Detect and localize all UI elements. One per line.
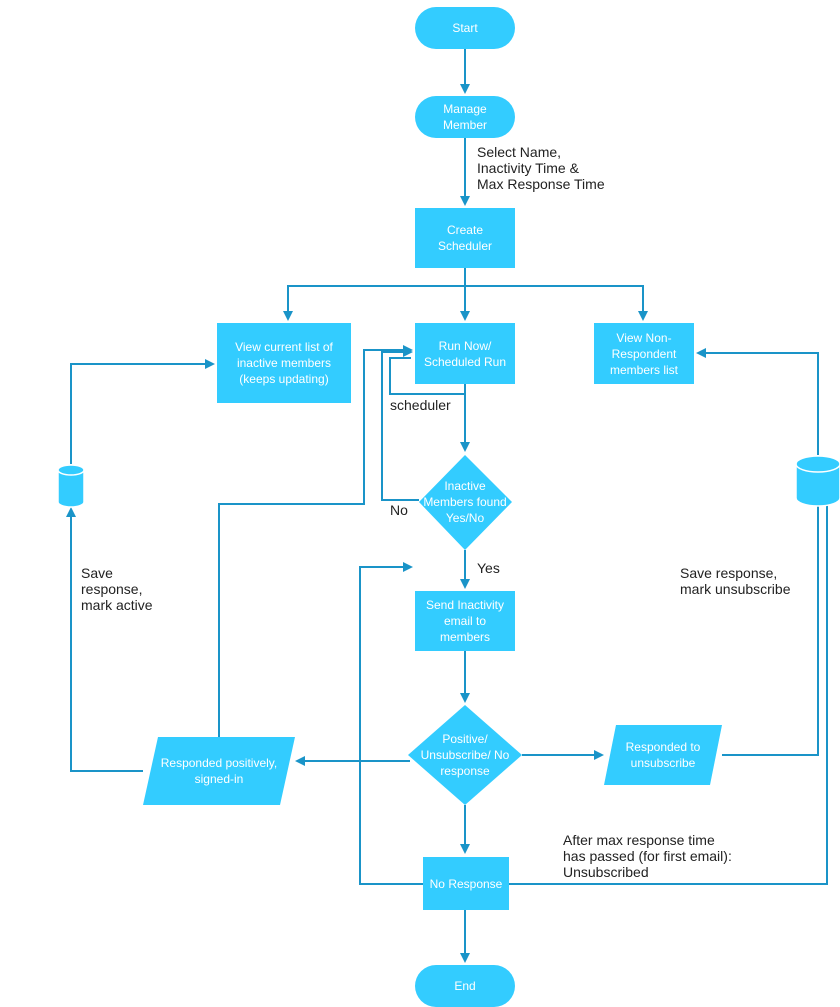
io-responded-unsub bbox=[604, 725, 722, 785]
label-after-max: After max response time has passed (for … bbox=[563, 832, 732, 880]
left-database-icon bbox=[57, 464, 85, 508]
run-now-node: Run Now/ Scheduled Run bbox=[415, 323, 515, 384]
edge-noresp-resend bbox=[359, 562, 423, 885]
manage-member-node: Manage Member bbox=[415, 96, 515, 138]
label-no: No bbox=[390, 502, 408, 518]
create-scheduler-node: Create Scheduler bbox=[415, 208, 515, 268]
no-response-node: No Response bbox=[423, 857, 509, 910]
label-save-unsub: Save response, mark unsubscribe bbox=[680, 565, 791, 597]
label-yes: Yes bbox=[477, 560, 500, 576]
end-node: End bbox=[415, 965, 515, 1007]
view-inactive-node: View current list of inactive members (k… bbox=[217, 323, 351, 403]
decision-inactive-label: Inactive Members found Yes/No bbox=[423, 479, 507, 525]
decision-response bbox=[408, 705, 522, 805]
edge-no-loop bbox=[381, 347, 419, 501]
edge-create-view-nonresp bbox=[465, 285, 648, 321]
edge-db-view-inactive bbox=[70, 359, 215, 464]
io-responded-positive bbox=[143, 737, 295, 805]
view-non-respondent-node: View Non- Respondent members list bbox=[594, 323, 694, 384]
responded-unsub-label: Responded to unsubscribe bbox=[625, 740, 701, 770]
label-save-active: Save response, mark active bbox=[81, 565, 153, 613]
label-select-name: Select Name, Inactivity Time & Max Respo… bbox=[477, 144, 605, 192]
right-database-icon bbox=[795, 455, 840, 507]
edge-unsub-db bbox=[722, 479, 823, 756]
start-node: Start bbox=[415, 7, 515, 49]
decision-inactive-found bbox=[419, 455, 512, 550]
edge-db-view-nonresp bbox=[696, 348, 819, 455]
edge-noresp-db bbox=[509, 478, 832, 885]
decision-response-label: Positive/ Unsubscribe/ No response bbox=[420, 732, 510, 778]
edge-positive-run bbox=[218, 345, 413, 740]
responded-positive-label: Responded positively, signed-in bbox=[160, 756, 278, 786]
label-scheduler: scheduler bbox=[390, 397, 451, 413]
send-email-node: Send Inactivity email to members bbox=[415, 591, 515, 651]
edge-create-view-inactive bbox=[283, 285, 465, 321]
edge-positive-db bbox=[66, 507, 143, 772]
